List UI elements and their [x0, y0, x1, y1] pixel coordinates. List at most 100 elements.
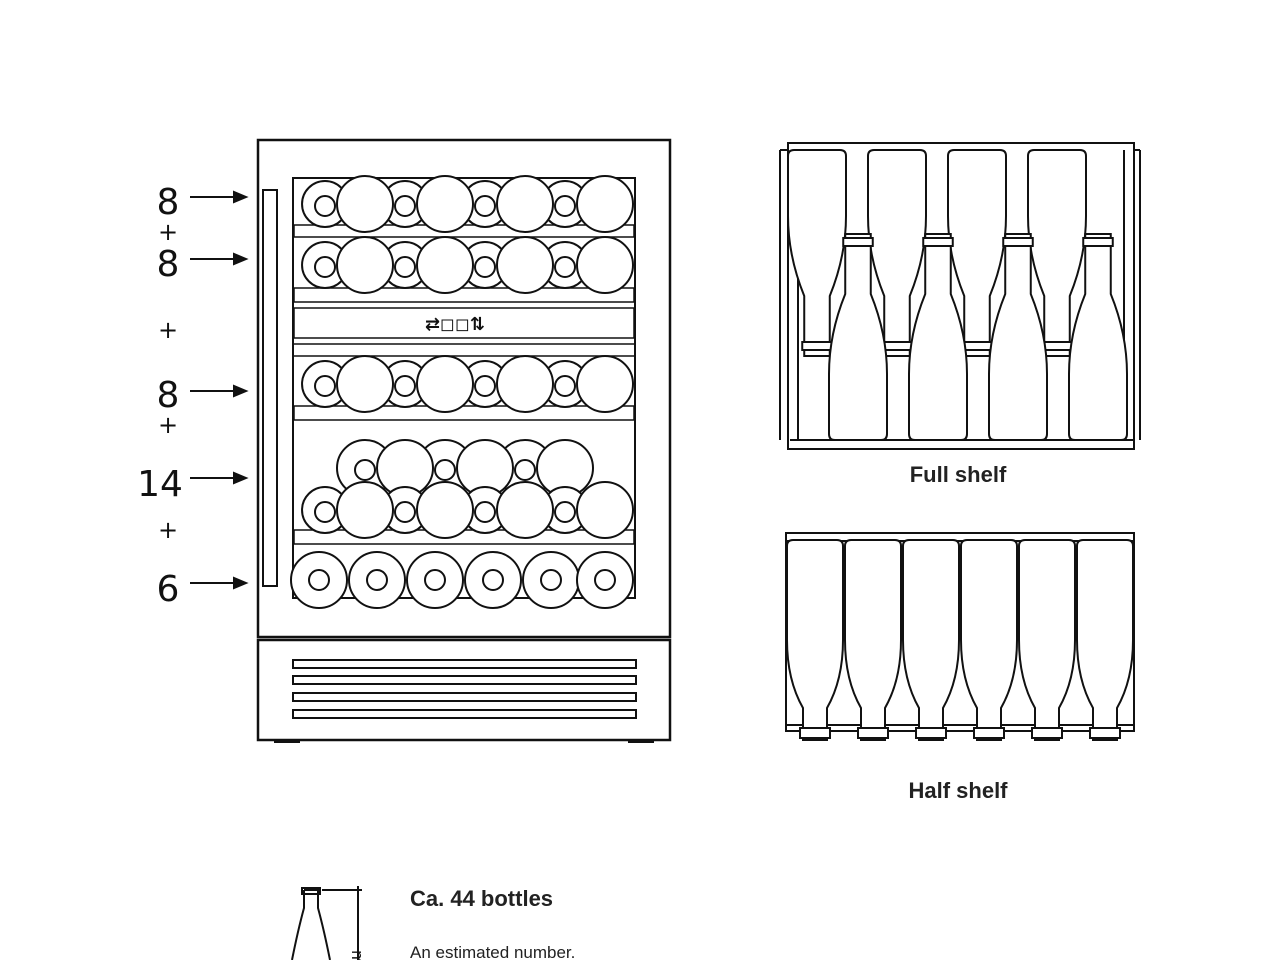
bottle-bottom — [416, 481, 474, 539]
bottle-neck-ring — [857, 727, 889, 739]
bottle-bottom — [416, 236, 474, 294]
bottle-neck-ring — [1082, 237, 1114, 247]
arrow-row2 — [190, 252, 249, 266]
bottle-neck — [554, 256, 576, 278]
bottle-bottom — [576, 175, 634, 233]
bottle-neck-ring — [1002, 237, 1034, 247]
full-shelf-bottle-up — [988, 233, 1048, 441]
bottle-bottom — [576, 355, 634, 413]
capacity-row4: 14 — [137, 464, 183, 505]
capacity-plus1: + — [158, 218, 178, 246]
bottle-neck — [594, 569, 616, 591]
bottle-neck-ring — [1041, 341, 1073, 351]
bottle-neck — [394, 195, 416, 217]
half-shelf-bottle — [902, 539, 960, 741]
capacity-labels: 8 + 8 + 8 + 14 + 6 — [137, 182, 183, 610]
arrow-row4 — [190, 471, 249, 485]
bottle-bottom — [416, 175, 474, 233]
front-bottle-rows — [290, 175, 634, 609]
bottle-bottom — [496, 481, 554, 539]
bottle-bottom — [576, 236, 634, 294]
front-row-4-bottom — [301, 481, 634, 539]
bottle-bottom — [576, 481, 634, 539]
bottle-neck — [540, 569, 562, 591]
bottle-neck-ring — [915, 727, 947, 739]
bottle-neck — [482, 569, 504, 591]
bottle-neck — [314, 501, 336, 523]
capacity-plus3: + — [158, 411, 178, 439]
cooler-front — [256, 138, 672, 743]
bottle-neck — [474, 256, 496, 278]
front-row-2 — [301, 236, 634, 294]
half-shelf-bottle — [960, 539, 1018, 741]
half-shelf-bottle — [786, 539, 844, 741]
bottle-neck — [514, 459, 536, 481]
half-shelf-bottles — [786, 539, 1134, 741]
capacity-row3: 8 — [157, 375, 180, 416]
vent-slot-1 — [292, 659, 637, 669]
control-panel-icons: ⇄◻◻⇅ — [425, 314, 485, 335]
capacity-plus4: + — [158, 516, 178, 544]
bottle-bottom — [336, 355, 394, 413]
arrow-row5 — [190, 576, 249, 590]
capacity-row5: 6 — [157, 569, 180, 610]
vent-slot-3 — [292, 692, 637, 702]
bottle-neck — [314, 195, 336, 217]
bottle-neck-ring — [922, 237, 954, 247]
full-shelf-bottle-up — [908, 233, 968, 441]
full-shelf-frame — [787, 142, 1135, 450]
bottle-bottom — [496, 175, 554, 233]
bottle-height-icon — [291, 886, 362, 960]
bottle-neck-ring — [799, 727, 831, 739]
bottle-neck — [314, 375, 336, 397]
bottle-neck — [474, 501, 496, 523]
bottle-neck — [308, 569, 330, 591]
full-shelf-bottles — [787, 149, 1128, 441]
capacity-row2: 8 — [157, 244, 180, 285]
bottle-neck-ring — [842, 237, 874, 247]
bottle-neck-ring — [1031, 727, 1063, 739]
bottle-bottom — [336, 236, 394, 294]
bottle-neck — [474, 195, 496, 217]
bottle-neck — [554, 501, 576, 523]
cooler-base — [256, 638, 672, 742]
bottle-bottom — [336, 481, 394, 539]
full-shelf-caption: Full shelf — [910, 462, 1007, 487]
bottle-neck — [554, 195, 576, 217]
half-shelf-bottle — [1018, 539, 1076, 741]
half-shelf-bottle — [844, 539, 902, 741]
capacity-row1: 8 — [157, 182, 180, 223]
full-shelf-bottle-up — [1068, 233, 1128, 441]
bottle-neck — [394, 256, 416, 278]
bottle-neck — [394, 375, 416, 397]
front-row-4-top — [336, 439, 594, 497]
cooler-door-frame — [256, 138, 672, 639]
front-row-3 — [301, 355, 634, 413]
bottle-neck — [474, 375, 496, 397]
bottle-neck — [554, 375, 576, 397]
bottle-neck — [366, 569, 388, 591]
door-handle — [262, 189, 278, 587]
capacity-arrows — [190, 190, 249, 590]
front-row-1 — [301, 175, 634, 233]
bottle-neck-ring — [961, 341, 993, 351]
bottle-neck-ring — [881, 341, 913, 351]
bottle-neck — [314, 256, 336, 278]
shelf-rail-3 — [293, 405, 635, 421]
bottle-bottom — [496, 236, 554, 294]
control-panel — [293, 307, 635, 339]
front-row-5 — [290, 551, 634, 609]
arrow-row3 — [190, 384, 249, 398]
shelf-rail-1 — [293, 224, 635, 238]
bottle-neck — [354, 459, 376, 481]
bottle-total: Ca. 44 bottles — [410, 886, 553, 911]
bottle-neck — [394, 501, 416, 523]
bottle-neck — [434, 459, 456, 481]
bottle-neck-ring — [973, 727, 1005, 739]
bottle-bottom — [336, 175, 394, 233]
vent-slot-4 — [292, 709, 637, 719]
shelf-rail-2 — [293, 287, 635, 303]
full-shelf-bottle-up — [828, 233, 888, 441]
bottle-neck-ring — [801, 341, 833, 351]
